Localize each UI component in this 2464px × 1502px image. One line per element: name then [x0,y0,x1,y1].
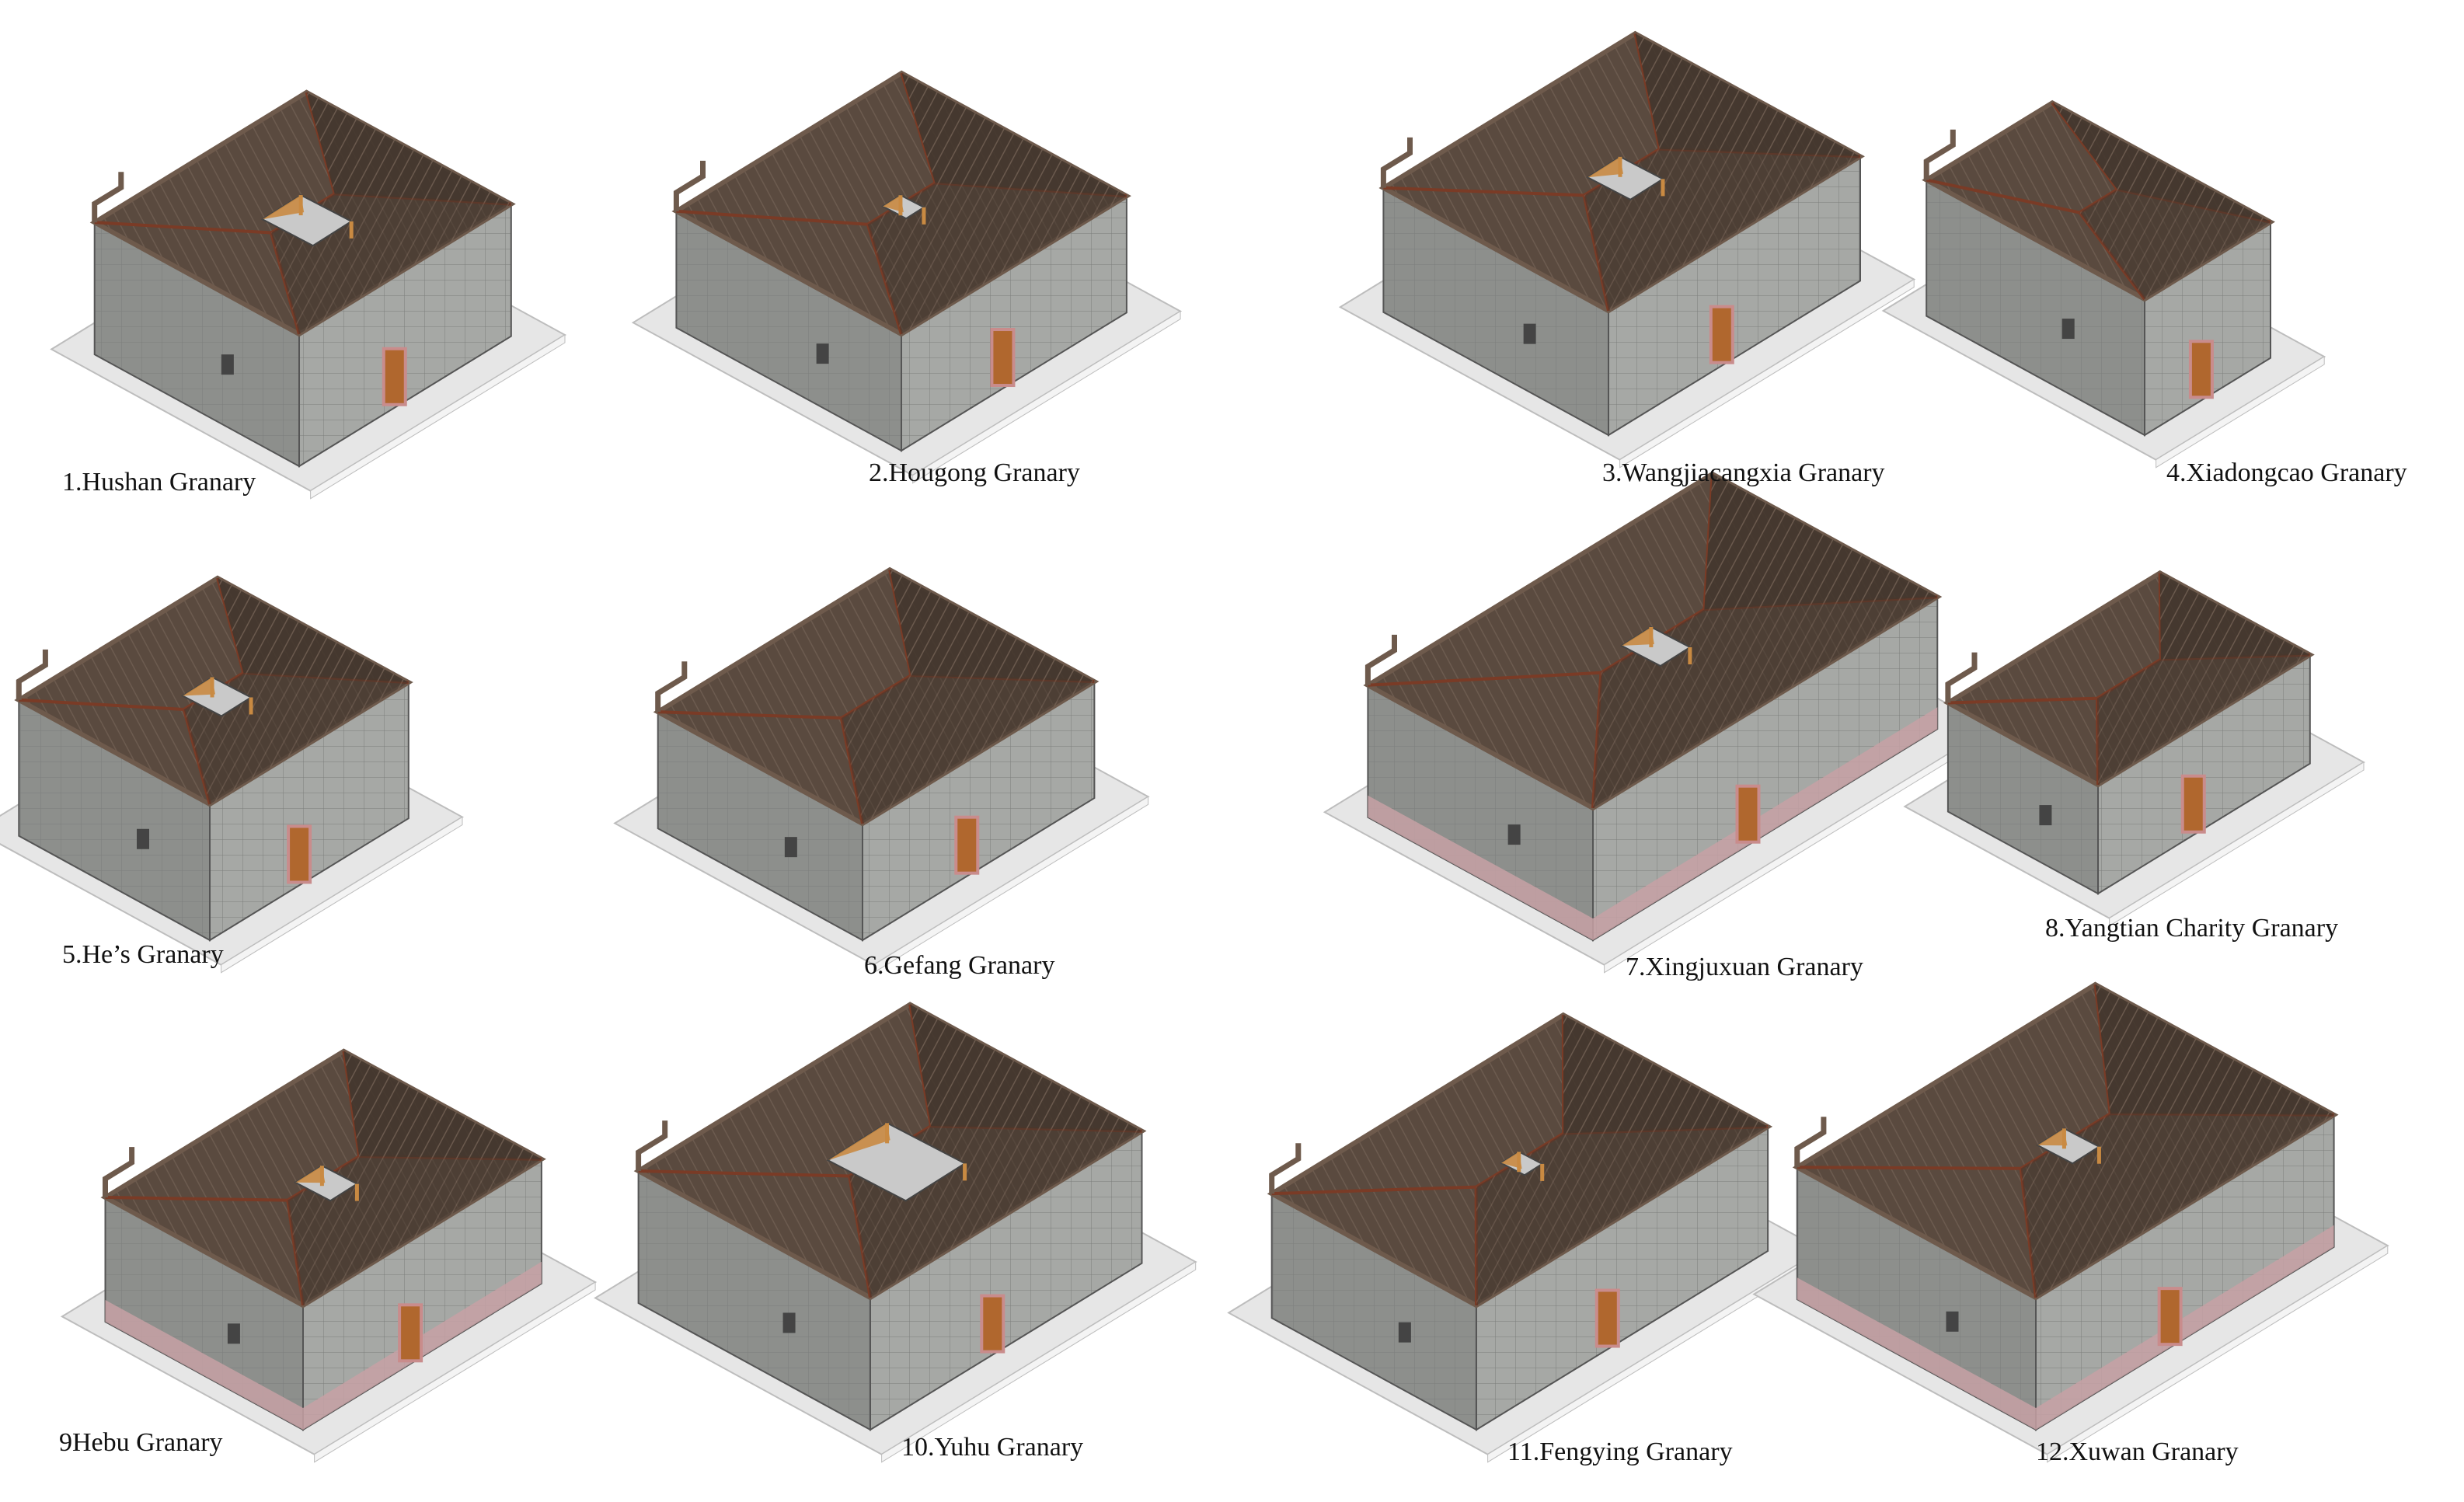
granary-label-6: 6.Gefang Granary [864,951,1055,980]
granary-model-8 [1903,570,2365,927]
granary-label-4: 4.Xiadongcao Granary [2166,458,2407,487]
granary-label-3: 3.Wangjiacangxia Granary [1602,458,1885,487]
granary-label-12: 12.Xuwan Granary [2036,1438,2239,1466]
granary-model-1 [50,89,566,500]
granary-model-11 [1227,1012,1824,1463]
granary-label-5: 5.He’s Granary [62,940,224,969]
granary-label-10: 10.Yuhu Granary [901,1433,1084,1462]
granary-label-1: 1.Hushan Granary [62,468,256,497]
granary-model-5 [0,575,464,974]
granary-model-12 [1752,981,2389,1463]
granary-model-3 [1338,30,1916,469]
granary-label-9: 9Hebu Granary [59,1428,223,1457]
granary-label-11: 11.Fengying Granary [1507,1438,1733,1466]
granary-model-4 [1881,99,2326,469]
granary-label-2: 2.Hougong Granary [869,458,1080,487]
granary-model-6 [613,566,1150,974]
granary-model-9 [60,1048,598,1463]
granary-model-2 [631,70,1183,484]
granary-label-7: 7.Xingjuxuan Granary [1626,953,1863,981]
granary-label-8: 8.Yangtian Charity Granary [2045,914,2339,943]
granary-model-10 [594,1002,1197,1463]
granary-model-7 [1323,471,1993,974]
